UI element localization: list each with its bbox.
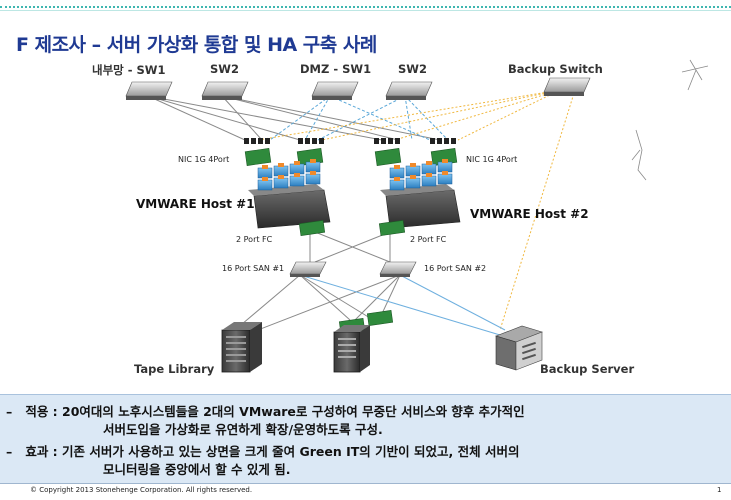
nic-ports-right xyxy=(374,138,456,144)
note-head: 적용 : xyxy=(25,404,63,419)
bottom-rule xyxy=(0,483,731,484)
san-links-blue xyxy=(299,274,506,336)
label-host-1: VMWARE Host #1 xyxy=(136,197,255,211)
note-head: 효과 : xyxy=(25,444,63,459)
switch-internal-sw2 xyxy=(201,81,249,100)
decorative-sketch xyxy=(631,59,709,181)
nic-ports-left xyxy=(244,138,324,144)
note-line: 기존 서버가 사용하고 있는 상면을 크게 줄여 Green IT의 기반이 되… xyxy=(62,444,520,459)
backup-server-icon xyxy=(495,325,543,371)
label-nic-left: NIC 1G 4Port xyxy=(178,155,230,164)
lan-links-dmz xyxy=(269,95,449,141)
backup-links xyxy=(257,89,576,331)
note-apply-line2: 서버도입을 가상화로 유연하게 확장/운영하도록 구성. xyxy=(103,422,383,437)
label-fc-left: 2 Port FC xyxy=(236,235,273,244)
label-dmz-sw1: DMZ - SW1 xyxy=(300,62,372,76)
vmware-host-1 xyxy=(248,159,331,229)
label-fc-right: 2 Port FC xyxy=(410,235,447,244)
label-tape-library: Tape Library xyxy=(134,362,215,376)
label-san-2: 16 Port SAN #2 xyxy=(424,264,487,273)
label-internal-sw1: 내부망 - SW1 xyxy=(92,63,166,77)
san-switch-2 xyxy=(379,261,417,277)
label-nic-right: NIC 1G 4Port xyxy=(466,155,518,164)
note-line: 20여대의 노후시스템들을 2대의 VMware로 구성하여 무중단 서비스와 … xyxy=(62,404,525,419)
page-title: F 제조사 – 서버 가상화 통합 및 HA 구축 사례 xyxy=(16,34,377,56)
notes-box: – 적용 : 20여대의 노후시스템들을 2대의 VMware로 구성하여 무중… xyxy=(0,394,731,483)
label-backup-switch: Backup Switch xyxy=(508,62,603,76)
fc-card-storage-2 xyxy=(366,310,394,326)
note-effect-line2: 모니터링을 중앙에서 할 수 있게 됨. xyxy=(103,462,291,477)
label-host-2: VMWARE Host #2 xyxy=(470,207,589,221)
switch-internal-sw1 xyxy=(125,81,173,100)
switch-backup xyxy=(543,77,591,96)
vmware-host-2 xyxy=(380,159,461,229)
fc-card-right xyxy=(378,220,406,236)
nic-card-right-1 xyxy=(374,148,402,166)
san-switch-1 xyxy=(289,261,327,277)
label-internal-sw2: SW2 xyxy=(210,62,239,76)
note-apply: – 적용 : 20여대의 노후시스템들을 2대의 VMware로 구성하여 무중… xyxy=(6,401,525,420)
note-bullet: – xyxy=(6,404,13,419)
top-dotted-rule xyxy=(0,6,731,8)
tape-library-icon xyxy=(221,322,262,373)
page-number: 1 xyxy=(717,486,722,494)
switch-dmz-sw2 xyxy=(385,81,433,100)
network-diagram xyxy=(125,59,709,373)
san-links xyxy=(234,229,401,336)
nic-card-left-1 xyxy=(244,148,272,166)
label-backup-server: Backup Server xyxy=(540,362,635,376)
note-effect: – 효과 : 기존 서버가 사용하고 있는 상면을 크게 줄여 Green IT… xyxy=(6,441,519,460)
label-dmz-sw2: SW2 xyxy=(398,62,427,76)
fc-card-left xyxy=(298,220,326,236)
label-san-1: 16 Port SAN #1 xyxy=(222,264,285,273)
lan-links-internal xyxy=(147,95,441,141)
top-rule xyxy=(0,10,731,11)
note-bullet: – xyxy=(6,444,13,459)
copyright-footer: © Copyright 2013 Stonehenge Corporation.… xyxy=(30,486,253,494)
storage-rack-icon xyxy=(333,325,370,373)
switch-dmz-sw1 xyxy=(311,81,359,100)
